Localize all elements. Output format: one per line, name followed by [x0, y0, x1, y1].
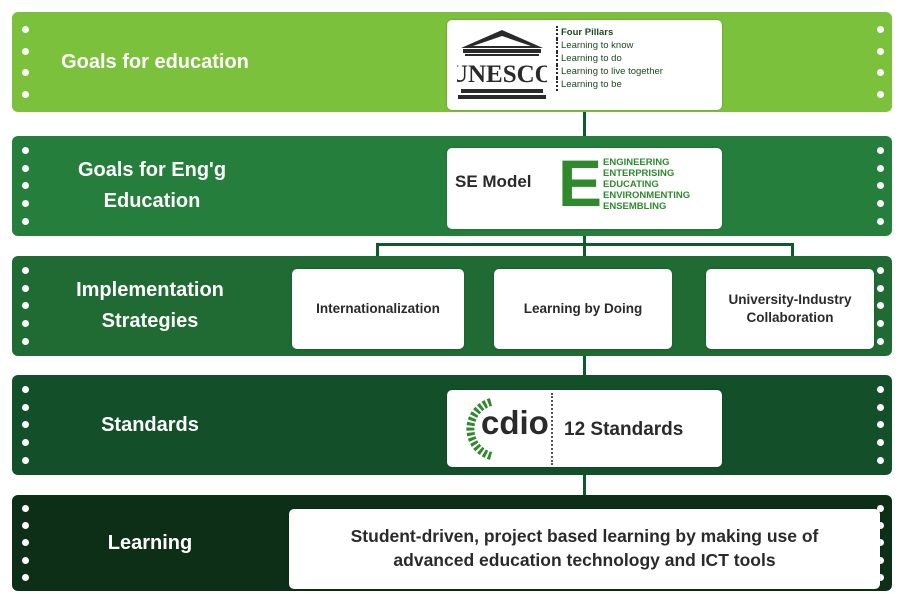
dots-left — [21, 136, 29, 236]
cdio-arc-icon — [466, 398, 493, 460]
strategy-box-university-industry: University-Industry Collaboration — [706, 269, 874, 349]
pillar-item: Learning to do — [556, 52, 663, 65]
unesco-logo-text: UNESCO — [457, 61, 547, 88]
unesco-logo-icon: UNESCO — [457, 30, 547, 99]
connector-2-branch — [583, 229, 586, 245]
se-model-words: ENGINEERING ENTERPRISING EDUCATING ENVIR… — [603, 157, 690, 212]
se-model-big-e: E — [558, 146, 603, 220]
se-word: EDUCATING — [603, 179, 659, 190]
dots-right — [876, 495, 884, 591]
band-label: Goals for Eng'g Education — [77, 159, 227, 212]
cdio-standards-label: 12 Standards — [564, 419, 684, 440]
dots-left — [21, 256, 29, 356]
band-label: Goals for education — [61, 50, 249, 73]
se-word: ENTERPRISING — [603, 168, 675, 179]
band-label: Implementation Strategies — [76, 279, 224, 332]
connector-4-5 — [583, 467, 586, 511]
band-label: Standards — [101, 413, 199, 436]
se-word: ENVIRONMENTING — [603, 190, 691, 201]
dots-right — [876, 12, 884, 112]
se-model-box — [447, 148, 722, 229]
dots-left — [21, 375, 29, 475]
cdio-logo-text: cdio — [481, 404, 549, 441]
dots-right — [876, 375, 884, 475]
dots-left — [21, 12, 29, 112]
pillars-title: Four Pillars — [556, 26, 663, 39]
band-label: Learning — [107, 531, 193, 554]
cdio-box — [447, 390, 722, 467]
cdio-divider — [551, 393, 553, 465]
connector-1-2 — [583, 112, 586, 148]
strategy-box-learning-by-doing: Learning by Doing — [494, 269, 672, 349]
se-word: ENSEMBLING — [603, 201, 667, 212]
strategy-box-internationalization: Internationalization — [292, 269, 464, 349]
pillar-item: Learning to be — [556, 78, 663, 91]
learning-description-box: Student-driven, project based learning b… — [289, 509, 880, 589]
connector-3-4 — [583, 346, 586, 390]
dots-right — [876, 256, 884, 356]
se-word: ENGINEERING — [603, 157, 670, 168]
dots-right — [876, 136, 884, 236]
dots-left — [21, 495, 29, 591]
se-model-label: SE Model — [455, 172, 532, 191]
four-pillars-list: Four Pillars Learning to know Learning t… — [556, 26, 663, 91]
pillar-item: Learning to live together — [556, 65, 663, 78]
pillar-item: Learning to know — [556, 39, 663, 52]
